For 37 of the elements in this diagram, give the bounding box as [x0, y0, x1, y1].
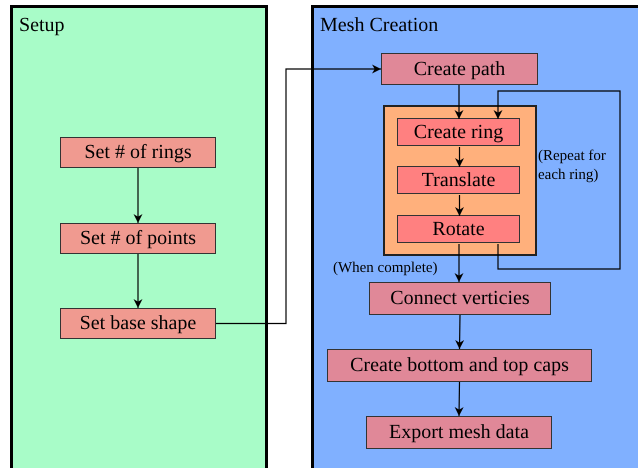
process-box: [397, 118, 520, 146]
arrow: [134, 168, 142, 223]
process-box: [366, 416, 552, 449]
step-label: Translate: [422, 168, 496, 192]
arrow: [454, 85, 464, 119]
process-box: [397, 215, 520, 243]
process-box: [327, 349, 592, 382]
arrow: [455, 315, 464, 349]
panel-background: [311, 5, 638, 468]
arrow: [494, 90, 621, 270]
loop-container-box: [383, 105, 537, 256]
step-label: Set # of points: [80, 227, 196, 250]
step-label: Connect verticies: [390, 287, 530, 310]
step-label: Create path: [414, 58, 506, 80]
arrow: [455, 195, 464, 216]
arrow: [455, 147, 464, 167]
process-box: [369, 282, 551, 315]
process-box: [397, 166, 520, 194]
step-label: Create ring: [414, 120, 504, 144]
edge-label: (When complete): [333, 259, 439, 278]
process-box: [60, 137, 216, 168]
process-box: [60, 308, 216, 339]
arrow: [216, 64, 381, 324]
process-box: [60, 223, 216, 254]
arrow: [454, 382, 464, 416]
panel-title: Setup: [19, 14, 65, 37]
process-box: [381, 53, 538, 85]
edge-label: (Repeat for each ring): [538, 147, 607, 185]
step-label: Set base shape: [80, 312, 196, 335]
panel-title: Mesh Creation: [320, 14, 438, 37]
step-label: Rotate: [432, 218, 485, 240]
step-label: Create bottom and top caps: [350, 354, 569, 377]
step-label: Set # of rings: [84, 141, 192, 164]
step-label: Export mesh data: [389, 421, 529, 444]
panel-background: [10, 5, 268, 468]
arrow: [134, 254, 142, 308]
arrow: [454, 244, 464, 282]
